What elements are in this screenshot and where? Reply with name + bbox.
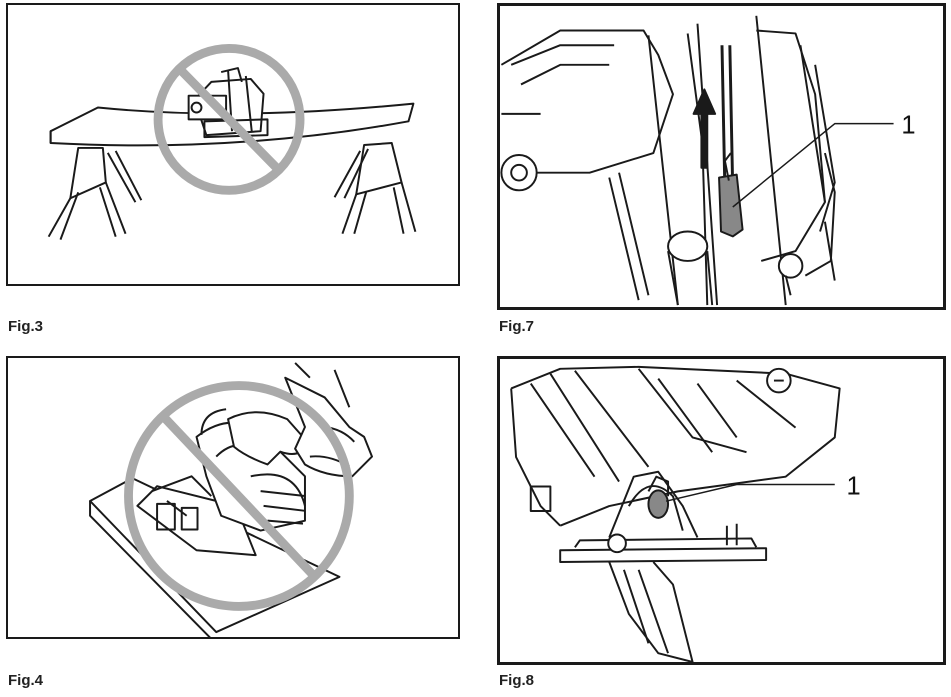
fig8-callout-number: 1 — [847, 472, 861, 500]
left-hand — [227, 411, 311, 466]
fig7-label: Fig.7 — [499, 318, 535, 335]
prohibition-sign — [124, 381, 354, 611]
fig4-label: Fig.4 — [8, 672, 44, 689]
fig3-drawing — [47, 43, 417, 240]
fig4-drawing — [89, 362, 373, 637]
fig7-callout-number: 1 — [901, 111, 915, 139]
fig3-illustration-panel — [6, 3, 460, 286]
upward-arrow — [692, 88, 717, 169]
blade-guard-lever — [718, 173, 744, 238]
fig8-label: Fig.8 — [499, 672, 535, 689]
prohibition-sign — [153, 43, 305, 195]
circular-saw — [187, 67, 269, 139]
bevel-lock-knob — [647, 489, 670, 519]
fig8-illustration-panel: 1 — [497, 356, 946, 665]
fig4-illustration-panel — [6, 356, 460, 639]
right-sawhorse — [355, 142, 403, 196]
fig7-illustration-panel: 1 — [497, 3, 946, 310]
fig3-label: Fig.3 — [8, 318, 44, 335]
fig8-drawing: 1 — [510, 365, 861, 662]
base-plate — [559, 547, 768, 563]
fig7-drawing: 1 — [500, 15, 916, 306]
